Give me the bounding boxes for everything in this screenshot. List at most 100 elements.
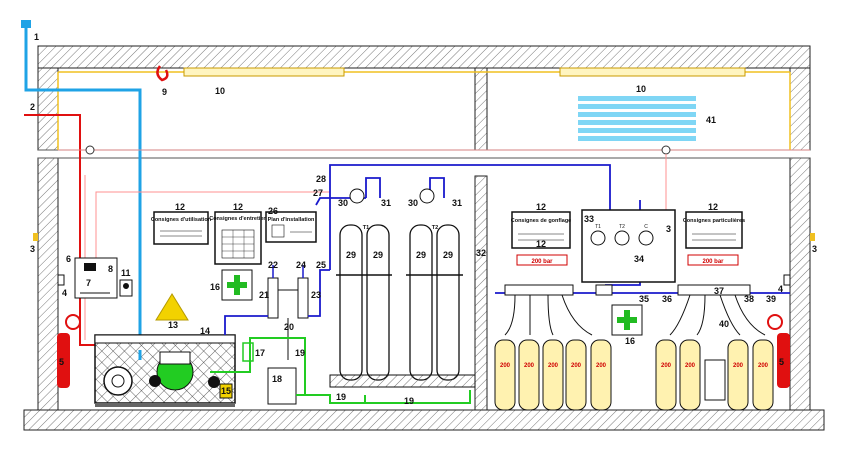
filling-ramp-left	[504, 284, 574, 296]
callout: 4	[778, 284, 783, 294]
buffer-cylinders: T1 T2	[329, 224, 476, 388]
panel-plan-installation: Plan d'installation	[265, 211, 317, 243]
cylinder-mark: 200	[571, 363, 582, 369]
buffer-label: T1	[363, 225, 369, 231]
panel-consignes-particulieres: Consignes particulières	[683, 211, 745, 249]
dive-cylinders-left: 200 200 200 200 200	[494, 339, 612, 411]
fire-extinguisher-right	[767, 314, 790, 388]
cylinder-mark: 200	[733, 363, 744, 369]
pressure-gauge-icon	[419, 188, 435, 204]
callout: 37	[714, 286, 724, 296]
callout: 22	[268, 260, 278, 270]
callout: 21	[259, 290, 269, 300]
socket-icon	[783, 274, 791, 286]
first-aid-icon	[221, 269, 253, 301]
cylinder-mark: 200	[596, 363, 607, 369]
callout: 5	[779, 357, 784, 367]
callout: 7	[86, 278, 91, 288]
callout: 26	[268, 206, 278, 216]
callout: 25	[316, 260, 326, 270]
pressure-tag: 200 bar	[516, 254, 568, 266]
panel-text: Consignes particulières	[683, 218, 745, 224]
callout: 17	[255, 348, 265, 358]
condensate-tank	[267, 367, 297, 405]
pressure-tag: 200 bar	[687, 254, 739, 266]
filling-manifold-panel: T1 T2 C	[581, 209, 676, 283]
callout: 28	[316, 174, 326, 184]
panel-text: Consignes d'utilisation	[151, 217, 212, 223]
cylinder-mark: 200	[524, 363, 535, 369]
callout: 3	[666, 224, 671, 234]
callout: 12	[536, 202, 546, 212]
callout: 3	[30, 244, 35, 254]
cylinder-mark: 200	[685, 363, 696, 369]
callout: 20	[284, 322, 294, 332]
cylinder-mark: 200	[500, 363, 511, 369]
socket-icon	[57, 274, 65, 286]
cylinder-mark: 200	[758, 363, 769, 369]
callout: 8	[108, 264, 113, 274]
callout: 16	[210, 282, 220, 292]
callout: 24	[296, 260, 306, 270]
filling-ramp-middle	[595, 284, 613, 296]
callout: 19	[295, 348, 305, 358]
callout: 14	[200, 326, 210, 336]
callout: 31	[381, 198, 391, 208]
filter-columns	[267, 265, 309, 360]
callout: 18	[272, 374, 282, 384]
callout: 15	[221, 386, 231, 396]
panel-consignes-utilisation: Consignes d'utilisation	[151, 211, 212, 245]
callout: 30	[408, 198, 418, 208]
callout: 10	[215, 86, 225, 96]
callout: 38	[744, 294, 754, 304]
callout: 12	[708, 202, 718, 212]
pressure-label: 200 bar	[702, 259, 724, 265]
callout: 23	[311, 290, 321, 300]
cylinder-mark: 200	[661, 363, 672, 369]
compressor-unit	[94, 334, 236, 407]
dive-cylinders-right: 200 200 200 200	[655, 339, 774, 411]
callout: 16	[625, 336, 635, 346]
callout: 3	[812, 244, 817, 254]
callout: 27	[313, 188, 323, 198]
callout: 19	[404, 396, 414, 406]
gauge-label: C	[644, 224, 648, 230]
callout: 30	[338, 198, 348, 208]
panel-consignes-gonflage: Consignes de gonflage	[511, 211, 572, 249]
pressure-gauge-icon	[349, 188, 365, 204]
gauge-label: T2	[619, 224, 625, 230]
callout: 4	[62, 288, 67, 298]
panel-text: Plan d'installation	[268, 217, 315, 223]
filling-ramp-right	[677, 284, 751, 296]
callout: 35	[639, 294, 649, 304]
callout-numbers: 1 2 3 3 3 4 4 5 5 6 7 8 9 10 10 11 12 12…	[30, 32, 817, 406]
warning-sign-icon	[155, 293, 189, 321]
callout: 10	[636, 84, 646, 94]
callout: 29	[443, 250, 453, 260]
first-aid-icon	[611, 304, 643, 336]
light-switch-icon	[33, 233, 38, 241]
cylinder-mark: 200	[548, 363, 559, 369]
callout: 36	[662, 294, 672, 304]
air-intake-pipe	[21, 20, 142, 350]
callout: 9	[162, 87, 167, 97]
callout: 12	[233, 202, 243, 212]
callout: 11	[121, 268, 131, 278]
light-switch-icon	[810, 233, 815, 241]
callout: 12	[536, 239, 546, 249]
callout: 29	[373, 250, 383, 260]
filling-hoses	[504, 294, 766, 336]
callout: 29	[346, 250, 356, 260]
gauge-label: T1	[595, 224, 601, 230]
callout: 13	[168, 320, 178, 330]
callout: 33	[584, 214, 594, 224]
ceiling-lights	[57, 67, 791, 150]
callout: 31	[452, 198, 462, 208]
callout: 39	[766, 294, 776, 304]
panel-text: Consignes de gonflage	[511, 218, 572, 224]
electrical-panel	[74, 257, 133, 299]
callout: 19	[336, 392, 346, 402]
buffer-label: T2	[432, 225, 438, 231]
callout: 32	[476, 248, 486, 258]
